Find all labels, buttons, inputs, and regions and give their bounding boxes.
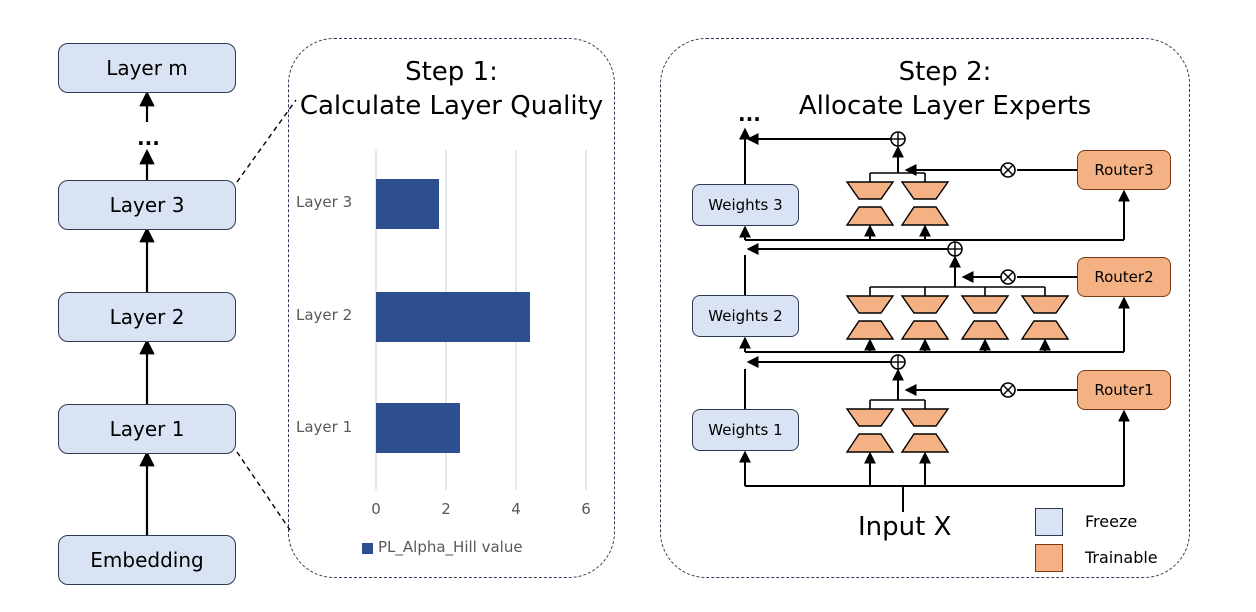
- chart-category-label-layer1: Layer 1: [296, 418, 353, 436]
- layer2-sum-node: [947, 241, 963, 257]
- chart-x-tick-6: 6: [581, 500, 591, 518]
- layer3-expert-2: [900, 173, 950, 226]
- chart-legend-label: PL_Alpha_Hill value: [378, 538, 523, 556]
- weights-3-box: Weights 3: [692, 184, 799, 226]
- legend-trainable-label: Trainable: [1085, 548, 1158, 567]
- legend-trainable-swatch: [1035, 544, 1063, 572]
- router-2-box: Router2: [1077, 257, 1171, 297]
- zoom-connector-bottom: [236, 451, 291, 531]
- weights-3-label: Weights 3: [708, 196, 783, 214]
- legend-freeze-swatch: [1035, 508, 1063, 536]
- left-ellipsis: ...: [137, 126, 160, 150]
- chart-bar-layer-1: [376, 403, 460, 453]
- chart-x-tick-2: 2: [441, 500, 451, 518]
- layer-m-label: Layer m: [106, 56, 188, 80]
- layer1-expert-2: [900, 400, 950, 453]
- step2-title-line1: Step 2:: [898, 57, 992, 87]
- step2-ellipsis: ...: [738, 102, 761, 126]
- step2-panel: [660, 38, 1190, 578]
- zoom-connector-top: [236, 99, 297, 183]
- chart-legend-swatch: [362, 543, 373, 554]
- layer-3-label: Layer 3: [109, 193, 185, 217]
- layer2-expert-2: [900, 287, 950, 340]
- embedding-label: Embedding: [90, 548, 204, 572]
- step1-title-line1: Step 1:: [405, 57, 498, 87]
- chart-x-tick-0: 0: [371, 500, 381, 518]
- layer-3-box: Layer 3: [58, 180, 236, 230]
- layer2-expert-3: [960, 287, 1010, 340]
- layer2-expert-4: [1020, 287, 1070, 340]
- router-3-label: Router3: [1094, 161, 1154, 179]
- step2-title-line2: Allocate Layer Experts: [798, 91, 1092, 121]
- layer1-gate-node: [1000, 382, 1016, 398]
- chart-bar-layer-3: [376, 179, 439, 229]
- layer-m-box: Layer m: [58, 43, 236, 93]
- weights-1-label: Weights 1: [708, 421, 783, 439]
- layer-2-box: Layer 2: [58, 292, 236, 342]
- layer3-expert-1: [845, 173, 895, 226]
- input-x-label: Input X: [858, 512, 952, 542]
- router-1-label: Router1: [1094, 381, 1154, 399]
- weights-2-box: Weights 2: [692, 295, 799, 337]
- chart-bar-layer-2: [376, 292, 530, 342]
- chart-x-tick-4: 4: [511, 500, 521, 518]
- layer-1-label: Layer 1: [109, 417, 185, 441]
- layer-2-label: Layer 2: [109, 305, 185, 329]
- layer-1-box: Layer 1: [58, 404, 236, 454]
- legend-freeze-label: Freeze: [1085, 512, 1138, 531]
- weights-2-label: Weights 2: [708, 307, 783, 325]
- embedding-box: Embedding: [58, 535, 236, 585]
- layer1-sum-node: [890, 354, 906, 370]
- layer3-sum-node: [890, 131, 906, 147]
- router-2-label: Router2: [1094, 268, 1154, 286]
- step1-title-line2: Calculate Layer Quality: [299, 91, 604, 121]
- layer2-expert-1: [845, 287, 895, 340]
- layer3-gate-node: [1000, 162, 1016, 178]
- router-1-box: Router1: [1077, 370, 1171, 410]
- router-3-box: Router3: [1077, 150, 1171, 190]
- layer1-expert-1: [845, 400, 895, 453]
- chart-category-label-layer3: Layer 3: [296, 193, 353, 211]
- layer2-gate-node: [1000, 269, 1016, 285]
- chart-category-label-layer2: Layer 2: [296, 306, 353, 324]
- step1-panel: [288, 38, 615, 578]
- weights-1-box: Weights 1: [692, 409, 799, 451]
